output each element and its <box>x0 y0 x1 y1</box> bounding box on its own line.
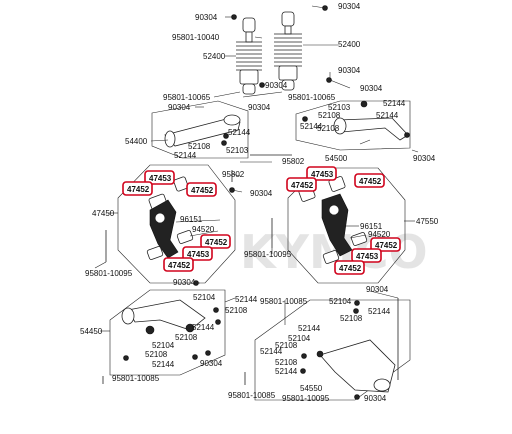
knuckle-right-frame <box>287 167 406 284</box>
label-52144: 52144 <box>275 367 298 376</box>
label-52104: 52104 <box>288 334 311 343</box>
lower-arm-right-frame <box>254 299 411 401</box>
highlight-47452: 47452 <box>127 185 150 194</box>
label-52108: 52108 <box>145 350 168 359</box>
label-54400: 54400 <box>125 137 148 146</box>
label-90304: 90304 <box>366 285 389 294</box>
label-90304: 90304 <box>338 66 361 75</box>
label-52144: 52144 <box>228 128 251 137</box>
label-52104: 52104 <box>193 293 216 302</box>
label-47550: 47550 <box>416 217 439 226</box>
lower-arm-right <box>300 300 396 393</box>
label-90304: 90304 <box>413 154 436 163</box>
label-52144: 52144 <box>235 295 258 304</box>
label-52108: 52108 <box>275 358 298 367</box>
highlight-47452: 47452 <box>375 241 398 250</box>
label-90304: 90304 <box>360 84 383 93</box>
upper-arm-right <box>302 100 410 141</box>
label-90304: 90304 <box>338 2 361 11</box>
label-96151: 96151 <box>360 222 383 231</box>
upper-arm-left-frame <box>151 100 249 159</box>
highlight-47452: 47452 <box>339 264 362 273</box>
label-90304: 90304 <box>248 103 271 112</box>
highlighted-part-labels: 47453 47452 47452 47452 47453 47452 4745… <box>122 166 401 275</box>
highlight-47453: 47453 <box>149 174 172 183</box>
label-52144: 52144 <box>300 122 323 131</box>
label-52108: 52108 <box>188 142 211 151</box>
highlight-47453: 47453 <box>187 250 210 259</box>
label-95801-10065: 95801-10065 <box>288 93 336 102</box>
label-95801-10065: 95801-10065 <box>163 93 211 102</box>
label-94520: 94520 <box>368 230 391 239</box>
label-95801-10095: 95801-10095 <box>282 394 330 403</box>
highlight-47453: 47453 <box>311 170 334 179</box>
knuckle-left <box>146 176 194 260</box>
upper-arm-left <box>164 114 241 148</box>
label-54500: 54500 <box>325 154 348 163</box>
label-52144: 52144 <box>152 360 175 369</box>
label-95801-10085: 95801-10085 <box>260 297 308 306</box>
label-52400: 52400 <box>203 52 226 61</box>
label-52103: 52103 <box>328 103 351 112</box>
label-52144: 52144 <box>192 323 215 332</box>
label-95801-10095: 95801-10095 <box>244 250 292 259</box>
part-labels: 90304 90304 95801-10040 52400 52400 9030… <box>80 2 439 403</box>
label-95801-10095: 95801-10095 <box>85 269 133 278</box>
label-52144: 52144 <box>174 151 197 160</box>
label-95802: 95802 <box>282 157 305 166</box>
label-52108: 52108 <box>275 341 298 350</box>
label-52104: 52104 <box>329 297 352 306</box>
label-52144: 52144 <box>368 307 391 316</box>
label-90304: 90304 <box>195 13 218 22</box>
label-96151: 96151 <box>180 215 203 224</box>
label-54450: 54450 <box>80 327 103 336</box>
label-52104: 52104 <box>152 341 175 350</box>
label-52144: 52144 <box>376 111 399 120</box>
shock-absorber-left <box>236 17 262 95</box>
label-52108: 52108 <box>340 314 363 323</box>
label-54550: 54550 <box>300 384 323 393</box>
label-90304: 90304 <box>250 189 273 198</box>
highlight-47452: 47452 <box>205 238 228 247</box>
label-90304: 90304 <box>265 81 288 90</box>
highlight-47452: 47452 <box>291 181 314 190</box>
label-90304: 90304 <box>168 103 191 112</box>
label-52108: 52108 <box>317 124 340 133</box>
label-52108: 52108 <box>225 306 248 315</box>
label-52144: 52144 <box>298 324 321 333</box>
label-95802: 95802 <box>222 170 245 179</box>
label-90304: 90304 <box>364 394 387 403</box>
highlight-47453: 47453 <box>356 252 379 261</box>
label-52108: 52108 <box>175 333 198 342</box>
label-95801-10040: 95801-10040 <box>172 33 220 42</box>
leader-lines <box>94 5 419 332</box>
lower-arm-left-frame <box>109 289 226 376</box>
label-52144: 52144 <box>260 347 283 356</box>
label-47450: 47450 <box>92 209 115 218</box>
shock-absorber-right <box>274 11 302 91</box>
label-94520: 94520 <box>192 225 215 234</box>
label-90304: 90304 <box>200 359 223 368</box>
lower-arm-left <box>121 299 221 361</box>
upper-arm-right-frame <box>295 100 411 151</box>
highlight-47452: 47452 <box>359 177 382 186</box>
label-95801-10085: 95801-10085 <box>228 391 276 400</box>
label-52144: 52144 <box>383 99 406 108</box>
highlight-47452: 47452 <box>191 186 214 195</box>
knuckle-left-frame <box>117 164 236 284</box>
label-52108: 52108 <box>318 111 341 120</box>
label-52400: 52400 <box>338 40 361 49</box>
label-95801-10085: 95801-10085 <box>112 374 160 383</box>
label-90304: 90304 <box>173 278 196 287</box>
highlight-47452: 47452 <box>168 261 191 270</box>
label-52103: 52103 <box>226 146 249 155</box>
